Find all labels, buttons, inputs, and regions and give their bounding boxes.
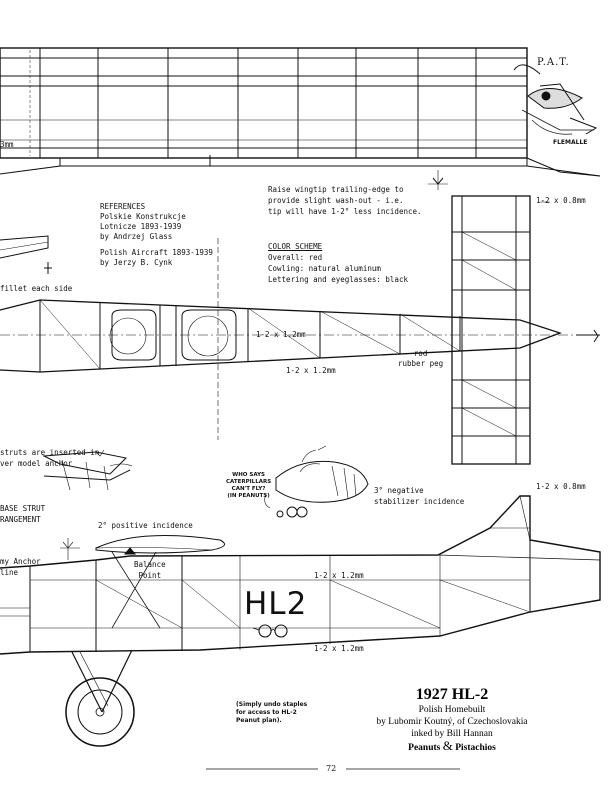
note-line: provide slight wash-out - i.e. bbox=[268, 196, 404, 205]
dimension-label: 1-2 x 1.2mm bbox=[286, 366, 336, 375]
label-line: Point bbox=[138, 571, 162, 580]
eyeglasses-icon bbox=[252, 624, 288, 638]
wing-plan-view bbox=[0, 47, 601, 190]
color-scheme-line: Overall: red bbox=[268, 253, 323, 262]
rubber-peg-label: rod rubber peg bbox=[398, 349, 443, 369]
note-line: Raise wingtip trailing-edge to bbox=[268, 185, 404, 194]
label-line: rubber peg bbox=[398, 359, 444, 368]
reference-line: Lotnicze 1893-1939 bbox=[100, 222, 182, 231]
plan-title: 1927 HL-2 bbox=[415, 686, 489, 703]
fuselage-top-view bbox=[0, 238, 600, 440]
reference-line: Polskie Konstrukcje bbox=[100, 212, 186, 221]
credits-block: 1927 HL-2 Polish Homebuilt by Lubomir Ko… bbox=[352, 686, 552, 754]
note-line: stabilizer incidence bbox=[374, 497, 465, 506]
note-line: 3° negative bbox=[374, 486, 424, 495]
dimension-label: 1-2 x 1.2mm bbox=[314, 644, 364, 653]
fillet-note: fillet each side bbox=[0, 284, 73, 293]
caption-line: WHO SAYS bbox=[232, 472, 266, 478]
dimension-label: 1-2 x 0.8mm bbox=[536, 482, 586, 491]
color-scheme-block: COLOR SCHEME Overall: red Cowling: natur… bbox=[268, 241, 408, 285]
dimension-label: 3mm bbox=[0, 140, 14, 149]
reference-line: by Jerzy B. Cynk bbox=[100, 258, 173, 267]
color-scheme-line: Cowling: natural aluminum bbox=[268, 264, 381, 273]
note-line: for access to HL-2 bbox=[236, 709, 297, 716]
strut-parts bbox=[0, 235, 133, 491]
caterpillar-cartoon bbox=[264, 445, 369, 518]
note-line: (Simply undo staples bbox=[236, 701, 308, 708]
plan-subtitle: Polish Homebuilt bbox=[418, 705, 486, 715]
stabilizer-plan-view bbox=[451, 195, 550, 465]
registration-lettering: HL2 bbox=[244, 586, 308, 622]
label-line: Balance bbox=[134, 560, 166, 569]
fuselage-side-view bbox=[0, 495, 601, 655]
wing-incidence-note: 2° positive incidence bbox=[98, 521, 193, 530]
plan-author: by Lubomir Koutný, of Czechoslovakia bbox=[376, 717, 528, 727]
caption-line: CATERPILLARS bbox=[226, 479, 272, 485]
note-line: Peanut plan). bbox=[236, 717, 282, 724]
logo-text: P.A.T. bbox=[537, 57, 570, 68]
publication-name: Peanuts & Pistachios bbox=[352, 738, 552, 754]
label-line: line bbox=[0, 568, 19, 577]
dimension-label: 1-2 x 0.8mm bbox=[536, 196, 586, 205]
washout-note: Raise wingtip trailing-edge to provide s… bbox=[268, 184, 422, 217]
label-line: rod bbox=[413, 349, 428, 358]
color-scheme-title: COLOR SCHEME bbox=[268, 242, 323, 251]
publication-part: Peanuts bbox=[408, 743, 441, 753]
dimension-label: 1-2 x 1.2mm bbox=[314, 571, 364, 580]
balance-point-label: Balance Point bbox=[134, 559, 166, 581]
base-strut-label: BASE STRUT RANGEMENT bbox=[0, 503, 45, 525]
reference-line: by Andrzej Glass bbox=[100, 232, 173, 241]
pat-logo bbox=[513, 64, 598, 135]
page-number: 72 bbox=[326, 764, 337, 773]
note-line: ver model anchor bbox=[0, 459, 73, 468]
landing-gear bbox=[65, 649, 135, 747]
caption-line: (IN PEANUTS) bbox=[227, 493, 270, 499]
anchor-line-label: my Anchor line bbox=[0, 556, 41, 578]
label-line: RANGEMENT bbox=[0, 515, 41, 524]
color-scheme-line: Lettering and eyeglasses: black bbox=[268, 275, 408, 284]
label-line: my Anchor bbox=[0, 557, 41, 566]
struts-note: struts are inserted in ver model anchor bbox=[0, 447, 99, 469]
note-line: tip will have 1-2° less incidence. bbox=[268, 207, 422, 216]
caption-line: CAN'T FLY? bbox=[231, 486, 266, 492]
staples-note: (Simply undo staples for access to HL-2 … bbox=[236, 701, 307, 725]
reference-line: Polish Aircraft 1893-1939 bbox=[100, 248, 213, 257]
label-line: BASE STRUT bbox=[0, 504, 46, 513]
references-block: REFERENCES Polskie Konstrukcje Lotnicze … bbox=[100, 202, 213, 268]
references-title: REFERENCES bbox=[100, 202, 146, 211]
publication-part: Pistachios bbox=[455, 743, 496, 753]
publication-ampersand: & bbox=[442, 738, 453, 753]
note-line: struts are inserted in bbox=[0, 448, 100, 457]
dimension-label: 1-2 x 1.2mm bbox=[256, 330, 306, 339]
plan-inker: inked by Bill Hannan bbox=[411, 729, 493, 739]
cartoon-caption: WHO SAYS CATERPILLARS CAN'T FLY? (IN PEA… bbox=[226, 472, 271, 500]
logo-subtext: FLEMALLE bbox=[553, 139, 588, 146]
stabilizer-incidence-note: 3° negative stabilizer incidence bbox=[374, 485, 464, 507]
